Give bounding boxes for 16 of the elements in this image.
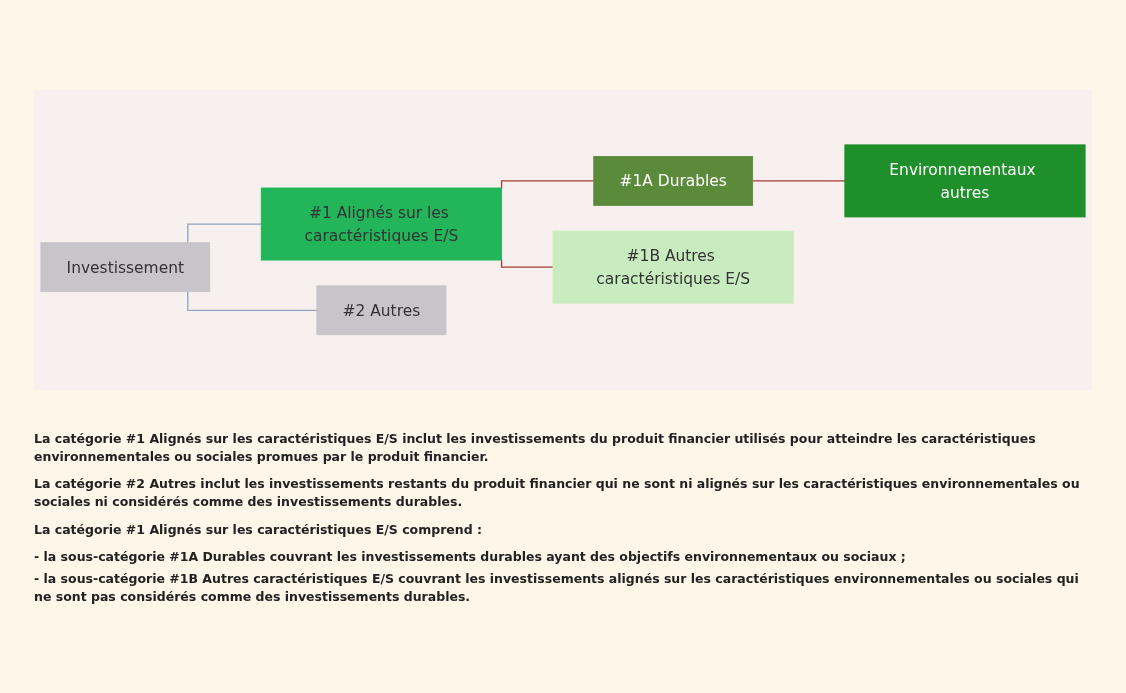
node-box: #1A Durables (593, 156, 754, 206)
note-paragraph: - la sous-catégorie #1A Durables couvrant les investissements durables ayant des objectifs environnementaux ou sociaux ; (34, 547, 907, 566)
note-paragraph: - la sous-catégorie #1B Autres caractéristiques E/S couvrant les investissements alignés sur les caractéristiques environnementales ou sociales qui ne sont pas considérés comme des investissements durables. (34, 569, 1080, 606)
connector (187, 223, 262, 244)
node-box: Investissement (40, 242, 211, 293)
connector (752, 180, 846, 182)
note-paragraph: La catégorie #2 Autres inclut les investissements restants du produit financier qui ne sont ni alignés sur les caractéristiques environnementales ou sociales ni considérés comme des investissements durables. (34, 475, 1081, 512)
connector (500, 180, 595, 190)
node-box: Environnementaux autres (844, 144, 1086, 218)
node-box: #1B Autres caractéristiques E/S (552, 230, 794, 304)
node-box: #2 Autres (316, 285, 447, 336)
note-paragraph: La catégorie #1 Alignés sur les caractéristiques E/S inclut les investissements du produit financier utilisés pour atteindre les caractéristiques environnementales ou sociales promues par le produit financier. (34, 430, 1037, 467)
note-paragraph: La catégorie #1 Alignés sur les caractéristiques E/S comprend : (34, 520, 483, 539)
connector (187, 291, 318, 312)
connector (500, 259, 554, 268)
node-box: #1 Alignés sur les caractéristiques E/S (260, 187, 502, 261)
